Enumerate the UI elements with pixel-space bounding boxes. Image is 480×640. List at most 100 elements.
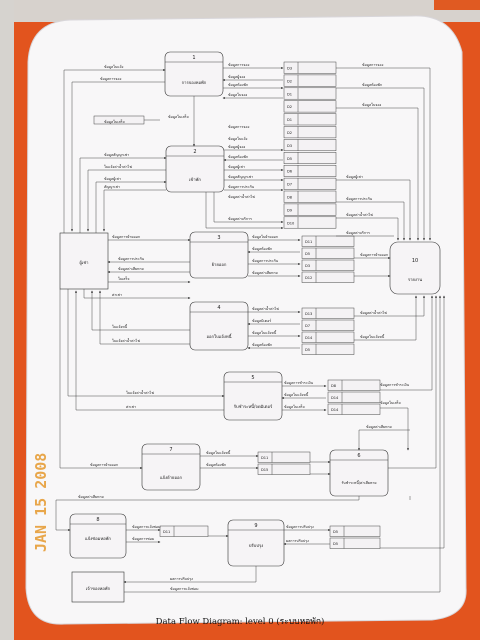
process-6-label: รับชำระหนี้/ค่าเสียหาย	[341, 480, 376, 485]
flow-label: ข้อมูลใบเสร็จ	[284, 403, 305, 409]
data-store-id: D14	[305, 336, 313, 340]
data-store-id: D9	[287, 208, 293, 212]
data-store-id: D13	[305, 312, 312, 316]
data-store: D14	[327, 403, 381, 415]
data-store: D5	[329, 537, 381, 549]
flow-label: ข้อมูลใบเสร็จ	[104, 118, 125, 124]
data-store-id: D5	[305, 348, 310, 352]
flow-label: ข้อมูลใบเสร็จ	[168, 113, 189, 119]
flow-label: ข้อมูลใบจอง	[362, 102, 381, 107]
data-store: D5	[329, 525, 381, 537]
data-store-id: D7	[287, 183, 292, 187]
data-store-id: D5	[305, 252, 310, 256]
flow-label: ข้อมูลการประกัน	[252, 258, 279, 263]
flow-label: ข้อมูลใบย้ายออก	[252, 234, 278, 239]
data-store-id: D11	[261, 456, 268, 460]
flow-label: ข้อมูลใบแจ้งหนี้	[206, 450, 231, 455]
flow-label: ข้อมูลค่าบริการ	[228, 216, 252, 221]
data-store-id: D1	[287, 118, 292, 122]
process-5-id: 5	[251, 375, 254, 381]
process-9-id: 9	[254, 523, 257, 529]
data-store: D1	[283, 113, 337, 126]
flow-label: ใบเสร็จ	[118, 275, 130, 281]
data-store-id: D11	[163, 530, 170, 534]
flow-label: ข้อมูลการประกัน	[228, 184, 255, 189]
entity-report-id: 10	[412, 258, 418, 264]
flow-label: ข้อมูลผู้จอง	[228, 144, 246, 149]
flow-label: ข้อมูลการแจ้งซ่อม	[170, 586, 199, 591]
entity-report-label: รายงาน	[408, 277, 422, 282]
data-store: D2	[283, 100, 337, 113]
flow-label: ข้อมูลการจอง	[228, 124, 250, 129]
flow-label: ข้อมูลการประกัน	[118, 256, 145, 261]
flow-label: ข้อมูลห้องพัก	[228, 154, 248, 159]
process-5: 5 รับชำระหนี้/จดมิเตอร์	[223, 371, 283, 421]
process-9-label: ปรับปรุง	[249, 543, 264, 549]
flow-label: ข้อมูลห้องพัก	[252, 342, 272, 347]
data-store-id: D8	[287, 195, 293, 199]
data-store: D14	[301, 331, 355, 343]
flow-label: ข้อมูลการชำระเงิน	[284, 380, 314, 385]
flow-label: ข้อมูลค่าเสียหาย	[118, 266, 144, 271]
date-stamp: JAN 15 2008	[32, 453, 50, 552]
data-store: D1	[283, 87, 337, 100]
data-store-id: D14	[331, 408, 339, 412]
process-9: 9 ปรับปรุง	[227, 519, 285, 567]
flow-label: ข้อมูลใบแจ้งหนี้	[284, 392, 309, 397]
data-store: D3	[301, 259, 355, 271]
process-5-label: รับชำระหนี้/จดมิเตอร์	[234, 403, 273, 409]
flow-label: ใบแจ้งค่าน้ำค่าไฟ	[112, 338, 140, 343]
process-3: 3 ย้ายออก	[189, 231, 249, 279]
flow-label: ข้อมูลการจอง	[228, 62, 250, 67]
flow-label: ผลการปรับปรุง	[286, 539, 309, 544]
flow-label: ข้อมูลค่าเสียหาย	[78, 494, 104, 499]
data-store: D11	[257, 451, 311, 463]
data-store: D11	[159, 525, 209, 537]
data-store-id: D7	[305, 324, 310, 328]
data-store: D10	[283, 216, 337, 229]
data-store: D7	[283, 177, 337, 190]
flow-label: ข้อมูลการย้ายออก	[360, 252, 388, 257]
data-store-id: D12	[305, 276, 312, 280]
flow-label: ข้อมูลการจอง	[362, 62, 384, 67]
flow-label: ข้อมูลค่าเสียหาย	[366, 424, 392, 429]
flow-label: สัญญาเช่า	[104, 185, 120, 189]
process-1-label: การจองหอพัก	[182, 80, 207, 85]
data-store: D14	[327, 391, 381, 403]
flow-label: ข้อมูลห้องพัก	[362, 82, 382, 87]
data-store: D7	[301, 319, 355, 331]
flow-label: ข้อมูลใบแจ้ง	[228, 136, 248, 141]
process-6-id: 6	[357, 453, 360, 459]
flow-label: ข้อมูลใบแจ้งหนี้	[252, 330, 277, 335]
data-store: D12	[301, 271, 355, 283]
data-store-id: D5	[333, 530, 338, 534]
flow-label: ข้อมูลห้องพัก	[252, 246, 272, 251]
process-2-id: 2	[193, 149, 196, 155]
flow-label: ข้อมูลการซ่อม	[132, 536, 155, 541]
process-7-id: 7	[169, 447, 172, 453]
process-4-label: ออกใบแจ้งหนี้	[206, 333, 232, 339]
flow-label: ข้อมูลค่าน้ำค่าไฟ	[252, 306, 279, 311]
flow-lines	[55, 66, 446, 593]
flow-label: ข้อมูลห้องพัก	[228, 82, 248, 87]
flow-label: ข้อมูลค่าน้ำค่าไฟ	[228, 194, 255, 199]
process-7-label: แจ้งย้ายออก	[160, 475, 182, 480]
process-1: 1 การจองหอพัก	[164, 51, 224, 97]
flow-label: ข้อมูลมิเตอร์	[252, 318, 271, 323]
process-4: 4 ออกใบแจ้งหนี้	[189, 301, 249, 351]
flow-label: ค่าเช่า	[126, 405, 136, 409]
flow-label: ข้อมูลการย้ายออก	[112, 234, 140, 239]
data-store: D15	[257, 463, 311, 475]
process-4-id: 4	[217, 305, 220, 311]
flow-label: ข้อมูลใบแจ้งหนี้	[360, 334, 385, 339]
data-store-id: D14	[331, 396, 339, 400]
flow-label: ข้อมูลการชำระเงิน	[380, 382, 410, 387]
data-store: D13	[301, 307, 355, 319]
data-store-id: D5	[287, 157, 292, 161]
data-store: D11	[301, 235, 355, 247]
data-store-id: D2	[287, 131, 292, 135]
flow-label: ค่าเช่า	[112, 293, 122, 297]
